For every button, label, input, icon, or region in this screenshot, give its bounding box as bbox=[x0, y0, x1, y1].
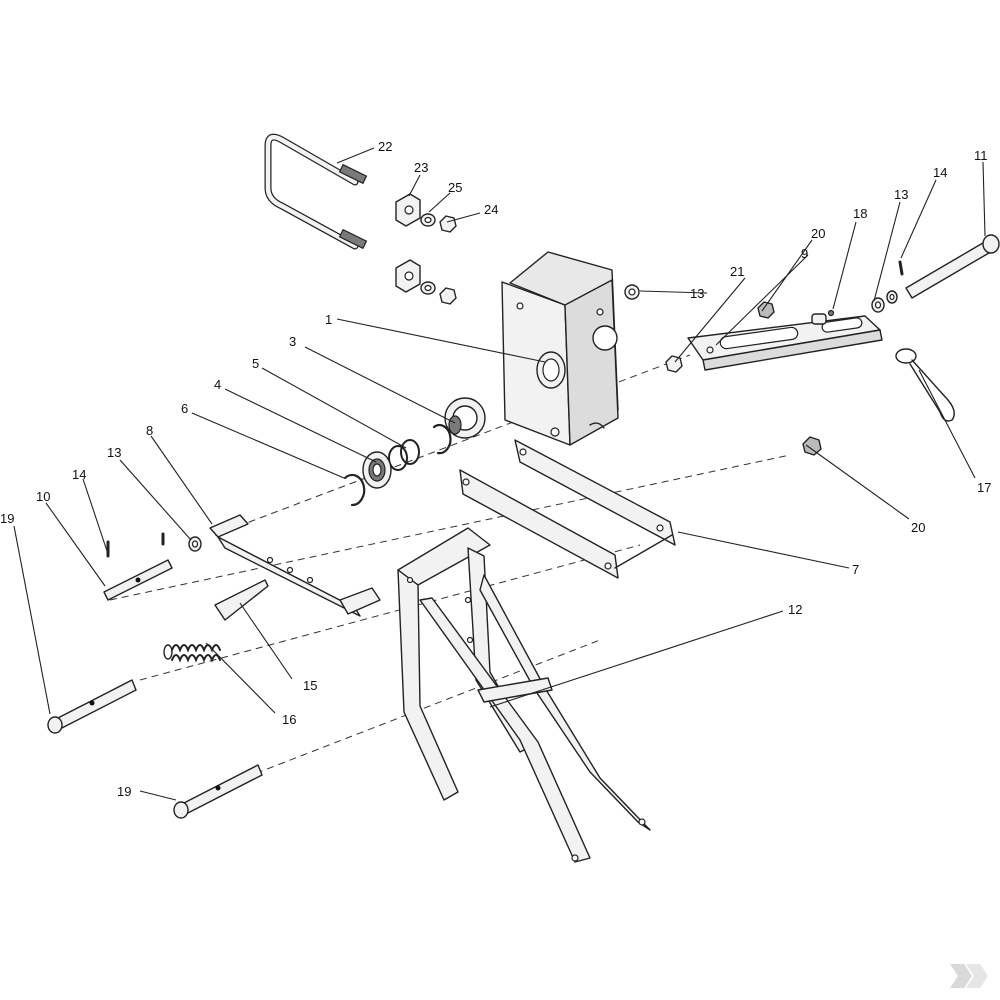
part-washers-25 bbox=[420, 213, 436, 295]
callout-11: 11 bbox=[974, 148, 988, 163]
part-shaft-arm bbox=[209, 514, 381, 617]
part-bushing bbox=[811, 313, 827, 325]
callout-9: 9 bbox=[801, 246, 808, 261]
callout-labels: 1 2 3 4 5 6 7 8 9 10 11 12 13 13 13 14 1… bbox=[0, 139, 991, 799]
part-tension-lever bbox=[214, 579, 269, 621]
callout-12: 12 bbox=[788, 602, 802, 617]
axis-lower-1 bbox=[139, 544, 641, 681]
part-nut-20-top bbox=[757, 301, 775, 319]
callout-20-top: 20 bbox=[811, 226, 825, 241]
part-nut-20-lower bbox=[802, 436, 822, 456]
callout-13-top: 13 bbox=[690, 286, 704, 301]
part-washer-13-top bbox=[624, 284, 640, 300]
part-long-pin-11 bbox=[905, 234, 1000, 299]
part-spring bbox=[163, 644, 221, 663]
part-pin-14-right bbox=[898, 260, 904, 276]
callout-4: 4 bbox=[214, 377, 221, 392]
callout-13-left: 13 bbox=[107, 445, 121, 460]
part-nuts-24 bbox=[439, 215, 457, 305]
part-link-arms bbox=[459, 439, 676, 579]
callout-14-right: 14 bbox=[933, 165, 947, 180]
callout-1: 1 bbox=[325, 312, 332, 327]
part-sprocket bbox=[444, 397, 486, 439]
part-u-bolt bbox=[264, 133, 368, 250]
callout-17: 17 bbox=[977, 480, 991, 495]
callout-14-left: 14 bbox=[72, 467, 86, 482]
callout-3: 3 bbox=[289, 334, 296, 349]
part-washers-13-right bbox=[871, 290, 898, 313]
callout-7: 7 bbox=[852, 562, 859, 577]
part-nut-21 bbox=[665, 355, 683, 373]
part-pin-18 bbox=[827, 309, 835, 317]
callout-8: 8 bbox=[146, 423, 153, 438]
part-rings-5 bbox=[388, 439, 420, 471]
callout-5: 5 bbox=[252, 356, 259, 371]
callout-21: 21 bbox=[730, 264, 744, 279]
part-washer-13-left bbox=[188, 536, 202, 552]
callout-22: 22 bbox=[378, 139, 392, 154]
part-adjustment-plate bbox=[687, 315, 883, 371]
part-bearing-4 bbox=[362, 451, 392, 489]
part-pin-10 bbox=[103, 559, 173, 601]
brand-logo-icon bbox=[950, 964, 988, 988]
callout-18: 18 bbox=[853, 206, 867, 221]
leader-lines bbox=[13, 147, 986, 801]
part-pin-14-left bbox=[106, 532, 165, 558]
axis-middle bbox=[109, 454, 791, 601]
callout-15: 15 bbox=[303, 678, 317, 693]
callout-23: 23 bbox=[414, 160, 428, 175]
callout-24: 24 bbox=[484, 202, 498, 217]
part-long-pin-19-lower bbox=[173, 764, 263, 819]
part-main-frame bbox=[397, 527, 651, 863]
callout-6: 6 bbox=[181, 401, 188, 416]
part-circlip-6 bbox=[343, 473, 366, 507]
callout-25: 25 bbox=[448, 180, 462, 195]
part-linch-pin bbox=[895, 348, 955, 422]
callout-13-right: 13 bbox=[894, 187, 908, 202]
part-main-bracket bbox=[501, 251, 619, 446]
callout-10: 10 bbox=[36, 489, 50, 504]
callout-19-upper: 19 bbox=[0, 511, 14, 526]
callout-20-lower: 20 bbox=[911, 520, 925, 535]
callout-19-lower: 19 bbox=[117, 784, 131, 799]
part-clamp-blocks bbox=[395, 193, 421, 293]
part-circlip-3 bbox=[432, 424, 452, 455]
part-long-pin-19-upper bbox=[47, 679, 137, 734]
callout-16: 16 bbox=[282, 712, 296, 727]
